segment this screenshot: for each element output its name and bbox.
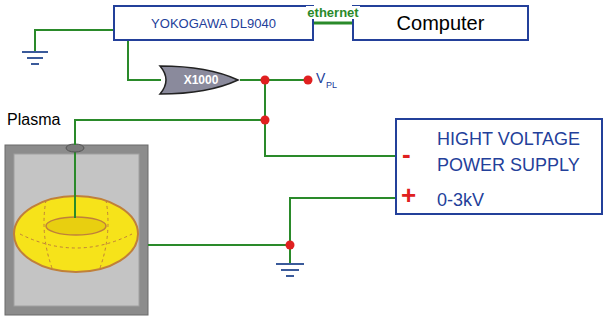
wire bbox=[240, 80, 395, 156]
signal-subscript: PL bbox=[326, 81, 337, 90]
terminal-sign: + bbox=[401, 182, 416, 208]
power-supply-box: HIGHT VOLTAGE POWER SUPPLY 0-3kV bbox=[395, 118, 603, 215]
edge-label: ethernet bbox=[306, 6, 359, 19]
vacuum-vessel bbox=[5, 144, 148, 315]
junction-dot bbox=[304, 76, 313, 85]
ground-symbol bbox=[22, 52, 48, 64]
junction-dot bbox=[286, 241, 295, 250]
box-title: YOKOGAWA DL9040 bbox=[115, 16, 312, 31]
junction-dot bbox=[261, 76, 270, 85]
box-title: Computer bbox=[354, 12, 527, 35]
gain-label: X1000 bbox=[172, 73, 230, 87]
vessel-title: Plasma bbox=[7, 111, 60, 129]
ground-symbol bbox=[35, 30, 113, 52]
signal-name: V bbox=[316, 71, 325, 85]
wire bbox=[128, 41, 161, 80]
wire bbox=[265, 79, 308, 81]
wire bbox=[148, 198, 395, 245]
ethernet-cable bbox=[314, 22, 352, 25]
amplifier-shape: X1000 bbox=[158, 64, 240, 96]
computer-box: Computer bbox=[352, 5, 529, 41]
plasma-vessel: Plasma bbox=[5, 145, 148, 315]
junction-dot bbox=[261, 116, 270, 125]
terminal-sign: - bbox=[402, 141, 411, 167]
ground-symbol bbox=[276, 245, 304, 276]
supply-name: HIGHT VOLTAGE POWER SUPPLY bbox=[437, 126, 591, 178]
wire bbox=[75, 120, 395, 156]
voltage-range: 0-3kV bbox=[437, 187, 591, 213]
oscilloscope-box: YOKOGAWA DL9040 bbox=[113, 5, 314, 41]
